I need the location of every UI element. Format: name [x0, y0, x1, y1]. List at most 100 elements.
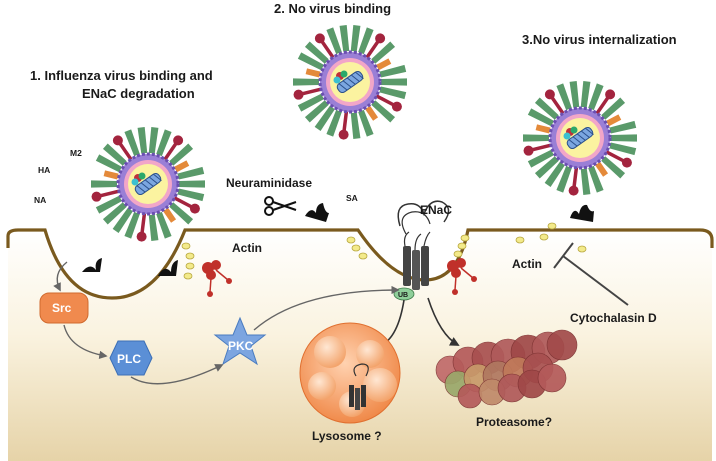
m2-channel [606, 114, 622, 127]
plc-node: PLC [109, 340, 153, 376]
hemagglutinin-spike [556, 83, 572, 111]
actin-stem [454, 275, 457, 291]
m2-channel [174, 160, 190, 173]
actin-bead [471, 276, 477, 282]
sialic-acid-receptors [82, 203, 594, 276]
rnp-turn [148, 176, 158, 184]
hemagglutinin-spike [609, 120, 637, 134]
polymerase-pb2 [333, 76, 341, 84]
rnp-turn [576, 133, 586, 141]
hemagglutinin-spike [297, 52, 324, 71]
m2-channel [163, 207, 177, 223]
hemagglutinin-spike [293, 78, 319, 86]
actin-monomer [183, 272, 193, 280]
pkc-node: PKC [213, 316, 267, 366]
proteasome-subunit [546, 329, 578, 361]
na-label: NA [34, 195, 46, 205]
neuraminidase-head [112, 135, 123, 146]
hemagglutinin-spike [588, 83, 604, 111]
hemagglutinin-spike [611, 134, 637, 142]
hemagglutinin-spike [124, 211, 140, 239]
viral-rnp [134, 172, 162, 196]
hemagglutinin-spike [371, 41, 396, 64]
actin-monomer [358, 252, 368, 260]
hemagglutinin-spike [544, 161, 565, 187]
hemagglutinin-spike [137, 126, 148, 154]
actin-monomer [181, 242, 191, 250]
hemagglutinin-spike [339, 24, 350, 52]
actin-bead [456, 258, 466, 268]
m2-channel [305, 68, 321, 78]
virus-particle-bound [523, 80, 637, 196]
actin-monomer [460, 234, 470, 242]
actin-monomer [515, 236, 525, 244]
polymerase-pb2 [563, 132, 571, 140]
hemagglutinin-spike [95, 154, 122, 173]
hemagglutinin-spike [304, 100, 329, 123]
hemagglutinin-spike [379, 86, 407, 100]
enac-channel [397, 200, 450, 290]
m2-channel [535, 124, 551, 134]
actin-filaments [181, 222, 587, 280]
hemagglutinin-spike [601, 156, 626, 179]
lysosome [299, 322, 401, 424]
rnp-turn [136, 185, 146, 193]
rnp-turn [153, 173, 162, 182]
hemagglutinin-spike [95, 195, 122, 214]
hemagglutinin-spike [177, 166, 205, 180]
rnp-turn [346, 77, 356, 85]
actin-bead [207, 291, 213, 297]
rnp-turn [355, 71, 364, 80]
rnp-turn [585, 127, 594, 136]
hemagglutinin-spike [156, 211, 172, 239]
actin-bead [452, 289, 458, 295]
hemagglutinin-spike [580, 168, 591, 196]
actin-label-left: Actin [232, 241, 262, 255]
step3-title: 3.No virus internalization [522, 32, 677, 47]
neuraminidase-head [523, 145, 534, 156]
actin-monomer [457, 242, 467, 250]
hemagglutinin-spike [527, 108, 554, 127]
pkc-label: PKC [228, 339, 254, 353]
actin-monomer [185, 252, 195, 260]
actin-bead [451, 268, 461, 278]
neuraminidase-head [544, 89, 555, 100]
neuraminidase-head [189, 203, 200, 214]
hemagglutinin-spike [314, 105, 335, 131]
hemagglutinin-spike [177, 188, 205, 202]
hemagglutinin-spike [169, 143, 194, 166]
m2-channel [103, 170, 119, 180]
viral-rnp [566, 126, 594, 150]
cytochalasin-label: Cytochalasin D [570, 311, 657, 325]
hemagglutinin-spike [179, 180, 205, 188]
hemagglutinin-spike [91, 180, 117, 188]
actin-monomer [351, 244, 361, 252]
actin-stem [460, 267, 474, 279]
src-label: Src [52, 301, 72, 315]
hemagglutinin-spike [358, 109, 374, 137]
hemagglutinin-spike [326, 27, 342, 55]
hemagglutinin-spike [534, 97, 559, 120]
neuraminidase-label: Neuraminidase [226, 176, 312, 190]
neuraminidase-head [314, 33, 325, 44]
m2-channel [365, 105, 379, 121]
rnp-turn [572, 136, 582, 144]
virus-particle-free [293, 24, 407, 140]
hemagglutinin-spike [379, 64, 407, 78]
actin-monomer [346, 236, 356, 244]
viral-rnp [336, 70, 364, 94]
hemagglutinin-spike [297, 93, 324, 112]
hemagglutinin-spike [102, 143, 127, 166]
hemagglutinin-spike [148, 126, 159, 154]
actin-bead [226, 278, 232, 284]
ha-label: HA [38, 165, 50, 175]
neuraminidase-head [568, 185, 579, 196]
actin-label-right: Actin [512, 257, 542, 271]
cell-membrane [6, 228, 714, 300]
actin-monomer [453, 250, 463, 258]
polymerase-pb2 [131, 178, 139, 186]
ub-label: UB [398, 292, 408, 299]
actin-bead [211, 260, 221, 270]
hemagglutinin-spike [148, 214, 159, 242]
